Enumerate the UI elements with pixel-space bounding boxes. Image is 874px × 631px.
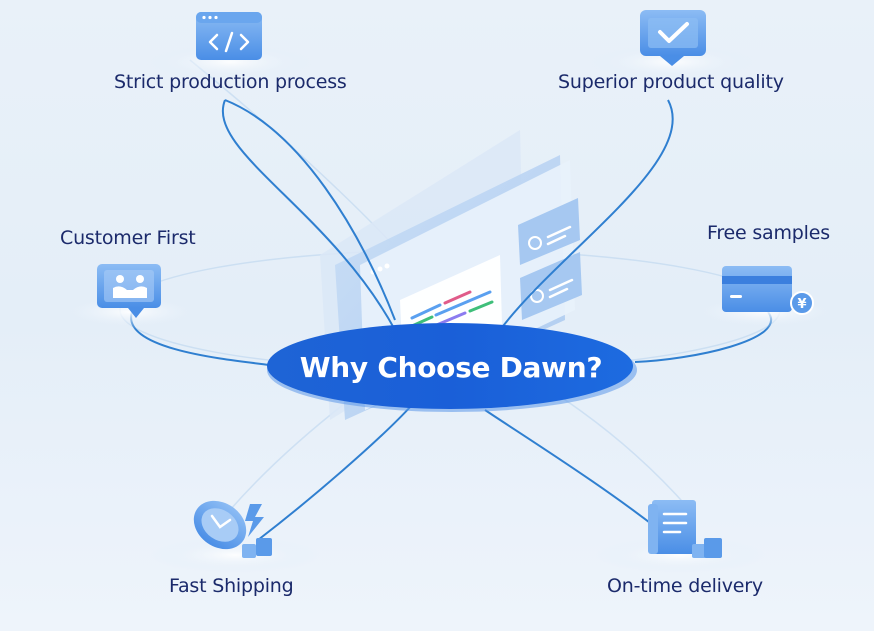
code-window-icon xyxy=(196,12,262,60)
label-free-samples: Free samples xyxy=(707,222,830,244)
svg-text:¥: ¥ xyxy=(797,297,806,312)
checkmark-badge-icon xyxy=(640,10,706,66)
card-coin-icon: ¥ xyxy=(722,266,814,315)
center-title: Why Choose Dawn? xyxy=(299,350,603,384)
document-boxes-icon xyxy=(648,500,722,558)
connector-fast-shipping xyxy=(257,404,413,541)
connector-strict-production xyxy=(222,99,396,331)
clock-lightning-icon xyxy=(193,500,272,558)
label-superior-product-quality: Superior product quality xyxy=(558,71,784,93)
handshake-icon xyxy=(97,264,161,318)
label-ontime-delivery: On-time delivery xyxy=(607,575,763,597)
label-customer-first: Customer First xyxy=(60,227,196,249)
label-strict-production-process: Strict production process xyxy=(114,71,347,93)
connector-ontime-delivery xyxy=(484,409,673,541)
connector-superior-quality xyxy=(499,99,674,331)
label-fast-shipping: Fast Shipping xyxy=(169,575,294,597)
icon-pedestals xyxy=(50,44,850,573)
center-badge xyxy=(267,323,637,412)
